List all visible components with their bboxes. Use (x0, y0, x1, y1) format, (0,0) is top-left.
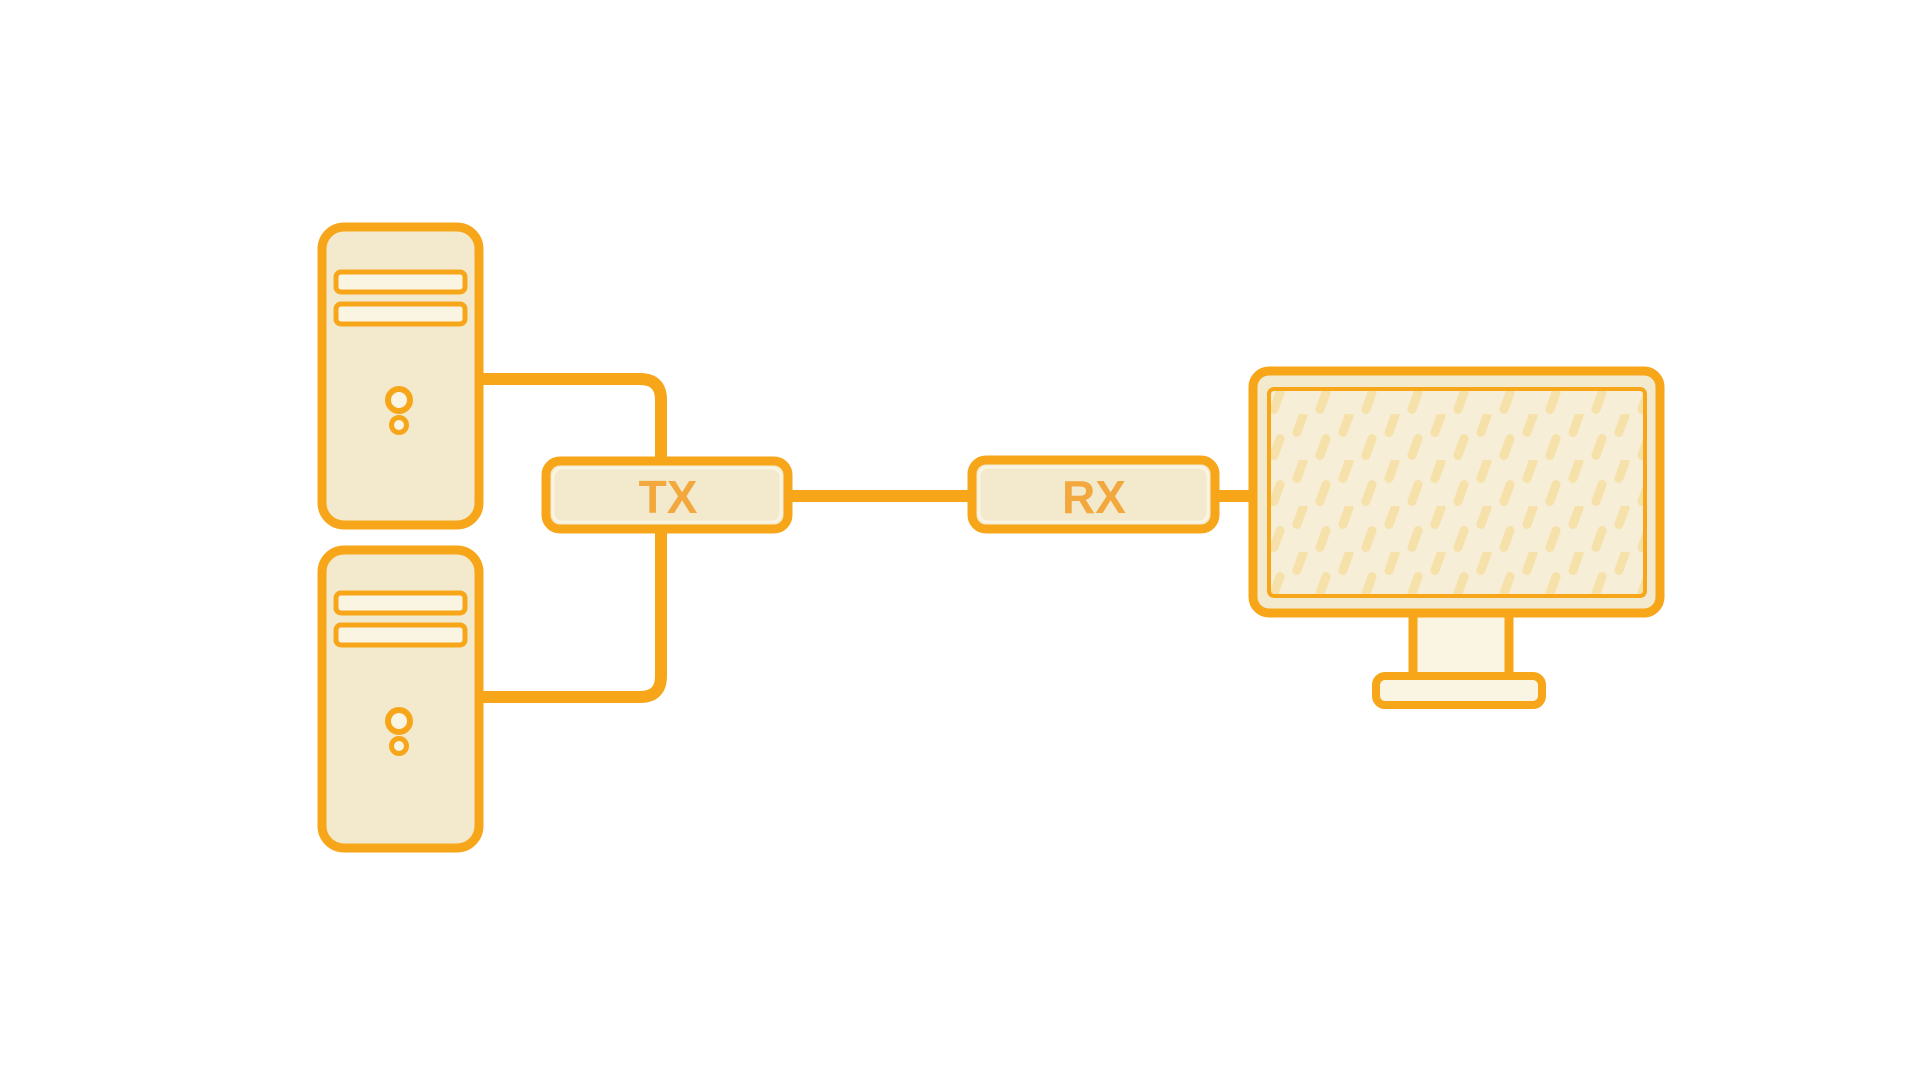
rx-box: RX (967, 455, 1220, 534)
tx-box: TX (541, 456, 793, 534)
rx-box-inner-outline (977, 465, 1210, 524)
connector-tower1-to-tx (479, 373, 667, 472)
drive-bay-slot (333, 269, 468, 295)
power-button-icon (385, 386, 413, 414)
monitor (1248, 366, 1665, 709)
monitor-screen (1267, 387, 1647, 598)
reset-button-icon (389, 415, 409, 435)
computer-tower-1 (317, 222, 484, 530)
drive-bay-slot (333, 301, 468, 327)
rx-label: RX (1062, 471, 1126, 523)
drive-bay-slot (333, 590, 468, 616)
tx-label: TX (639, 471, 698, 523)
connector-tower2-to-tx (479, 524, 667, 703)
rx-box-body (967, 455, 1220, 534)
computer-tower-2 (317, 545, 484, 853)
drive-bay-slot (333, 622, 468, 648)
tx-box-body (541, 456, 793, 534)
monitor-stand-base (1372, 672, 1546, 709)
reset-button-icon (389, 736, 409, 756)
tx-box-inner-outline (551, 466, 783, 524)
power-button-icon (385, 707, 413, 735)
